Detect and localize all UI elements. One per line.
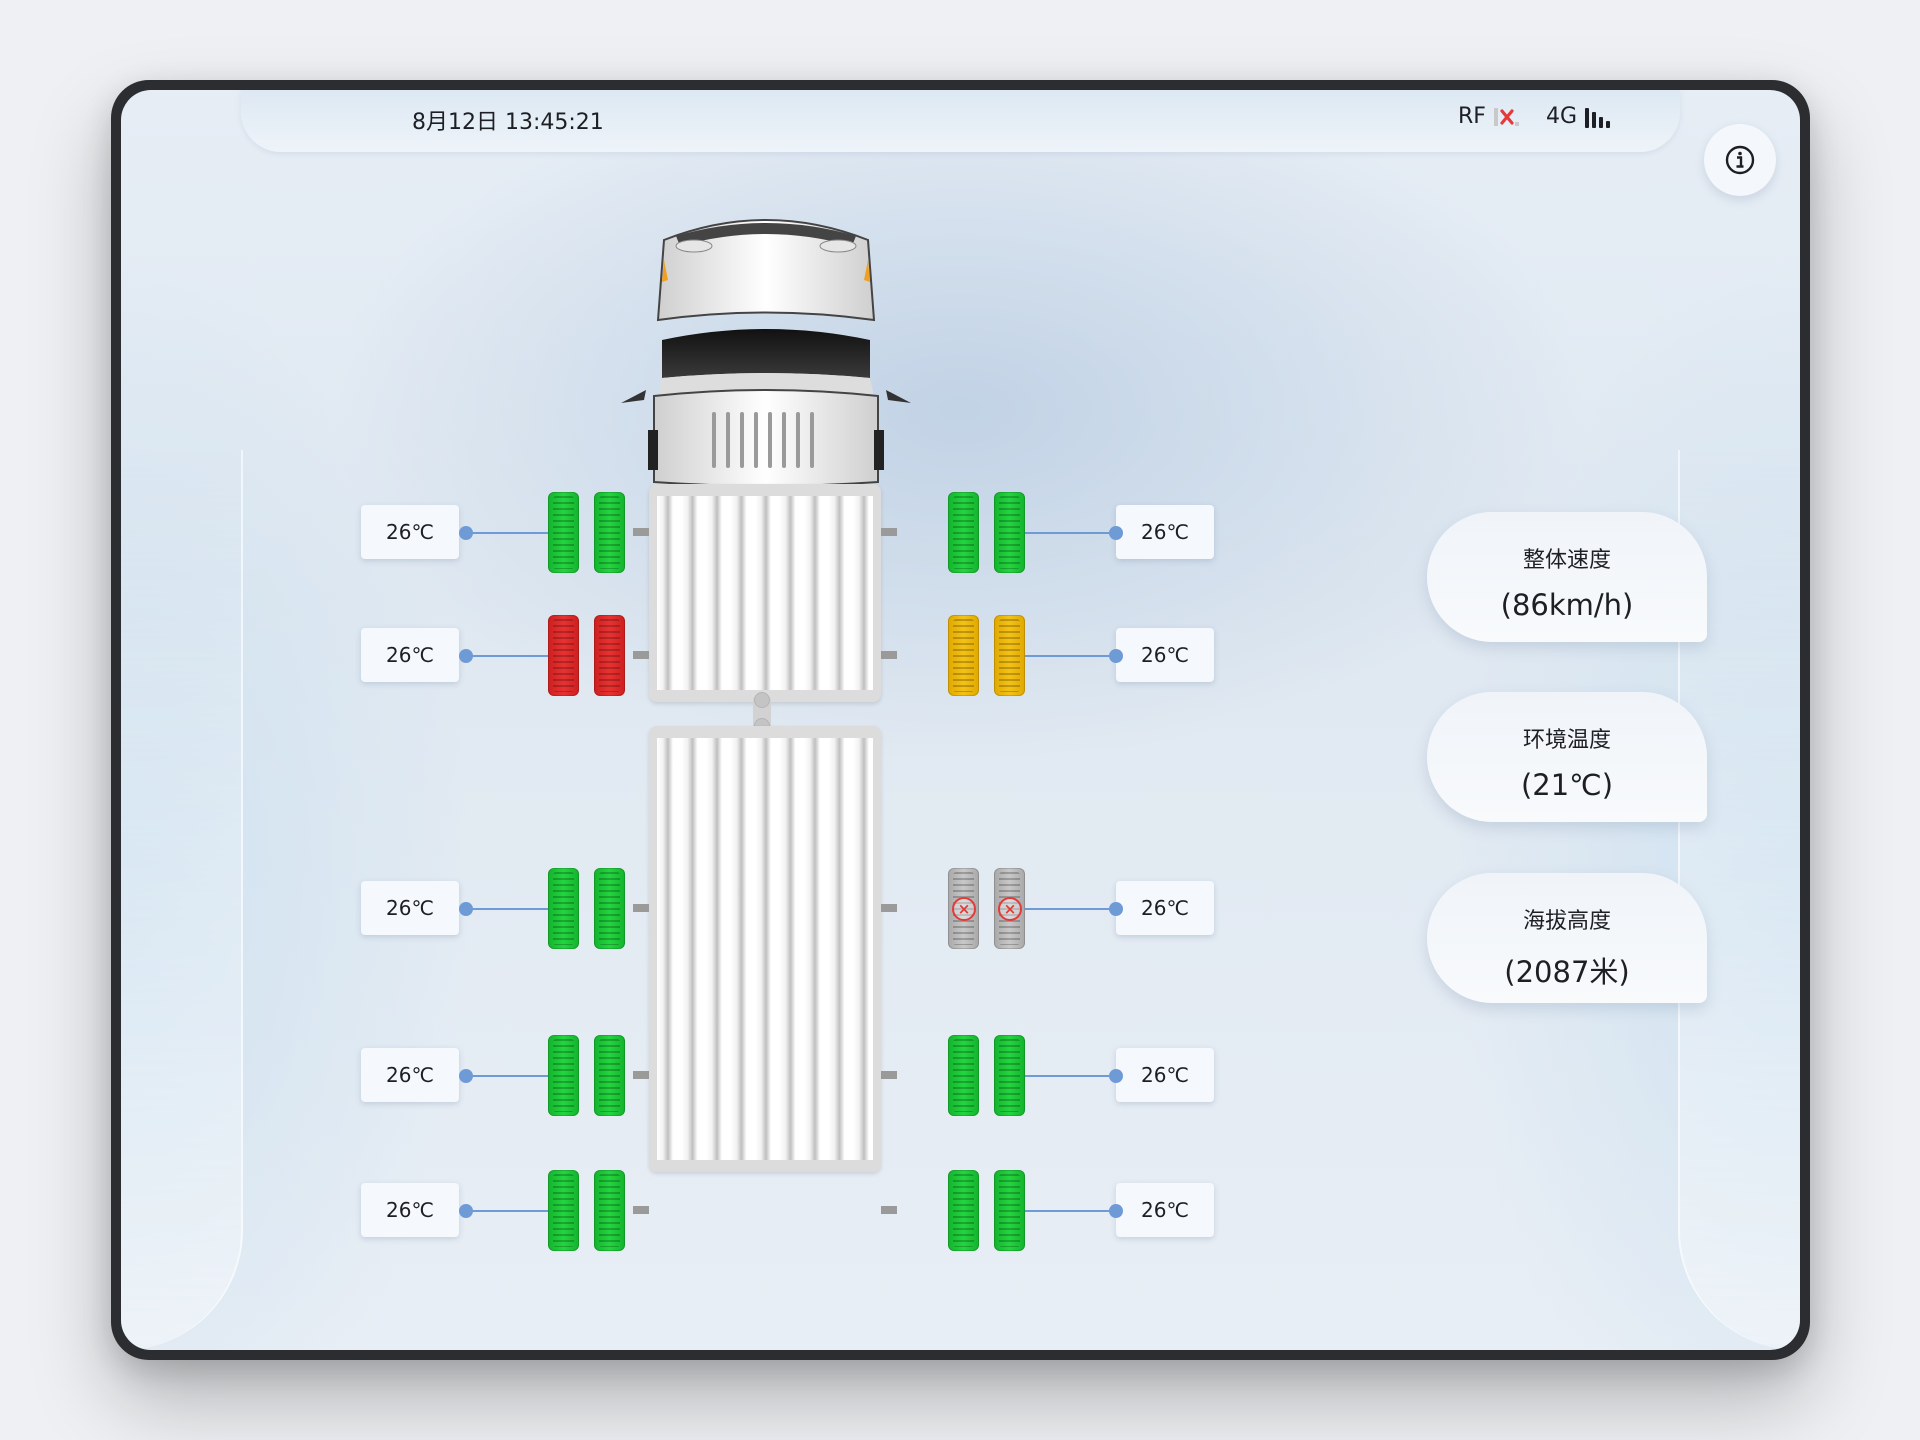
info-button[interactable] [1704,124,1776,196]
connector-line [466,532,548,534]
connector-line [1025,532,1116,534]
tire-right-3-1[interactable]: × [948,868,979,949]
rf-signal-off-icon [1493,106,1520,128]
network-label: 4G [1545,104,1577,129]
tire-left-4-1[interactable] [548,1035,579,1116]
tire-left-2-1[interactable] [548,615,579,696]
rf-label: RF [1458,104,1486,129]
tire-right-2-2[interactable] [994,615,1025,696]
cellular-signal-icon [1585,106,1610,128]
axle-stub [633,904,649,912]
metric-speed-value: (86km/h) [1500,588,1634,622]
tire-left-3-1[interactable] [548,868,579,949]
connector-line [1025,908,1116,910]
connector-line [466,1075,548,1077]
tire-temp-right-1[interactable]: 26℃ [1116,505,1214,559]
tire-left-3-2[interactable] [594,868,625,949]
tire-left-5-1[interactable] [548,1170,579,1251]
axle-stub [633,1071,649,1079]
metric-speed-label: 整体速度 [1522,548,1611,573]
sensor-offline-icon: × [952,897,976,921]
trailer-coupler [753,692,771,734]
connector-dot [1109,526,1123,540]
connector-line [466,1210,548,1212]
tire-temp-right-5[interactable]: 26℃ [1116,1183,1214,1237]
tire-temp-left-5[interactable]: 26℃ [361,1183,459,1237]
sensor-offline-icon: × [998,897,1022,921]
connector-dot [459,902,473,916]
connector-line [1025,1210,1116,1212]
tire-temp-left-3[interactable]: 26℃ [361,881,459,935]
info-icon [1725,145,1755,175]
tire-right-4-2[interactable] [994,1035,1025,1116]
trailer-rear [649,726,881,1172]
connector-dot [459,1204,473,1218]
axle-stub [881,651,897,659]
tablet-frame: 8月12日 13:45:21 RF 4G [111,80,1810,1360]
tire-right-5-1[interactable] [948,1170,979,1251]
status-bar: 8月12日 13:45:21 RF 4G [241,90,1680,152]
connector-line [466,908,548,910]
tire-left-4-2[interactable] [594,1035,625,1116]
connector-dot [1109,1069,1123,1083]
axle-stub [881,1206,897,1214]
tire-temp-right-3[interactable]: 26℃ [1116,881,1214,935]
tire-left-5-2[interactable] [594,1170,625,1251]
connector-dot [1109,902,1123,916]
tire-temp-left-4[interactable]: 26℃ [361,1048,459,1102]
axle-stub [881,528,897,536]
truck-cab [621,219,911,488]
axle-stub [881,904,897,912]
metric-altitude-label: 海拔高度 [1522,909,1611,934]
connector-line [466,655,548,657]
connector-dot [1109,1204,1123,1218]
connector-line [1025,655,1116,657]
connector-line [1025,1075,1116,1077]
tire-left-1-2[interactable] [594,492,625,573]
connector-dot [459,1069,473,1083]
tire-temp-left-2[interactable]: 26℃ [361,628,459,682]
connector-dot [459,526,473,540]
tire-left-2-2[interactable] [594,615,625,696]
connector-dot [459,649,473,663]
tire-temp-right-4[interactable]: 26℃ [1116,1048,1214,1102]
tire-right-3-2[interactable]: × [994,868,1025,949]
tire-right-1-2[interactable] [994,492,1025,573]
tire-right-5-2[interactable] [994,1170,1025,1251]
connector-dot [1109,649,1123,663]
axle-stub [633,528,649,536]
metric-altitude-card: 海拔高度 (2087米) [1427,873,1707,1003]
metric-temperature-card: 环境温度 (21℃) [1427,692,1707,822]
status-indicators: RF 4G [1458,104,1610,129]
left-side-panel [121,450,243,1350]
metric-temperature-value: (21℃) [1520,768,1614,802]
axle-stub [633,651,649,659]
tire-temp-left-1[interactable]: 26℃ [361,505,459,559]
metric-altitude-value: (2087米) [1504,955,1630,989]
tire-left-1-1[interactable] [548,492,579,573]
tire-right-4-1[interactable] [948,1035,979,1116]
tire-right-2-1[interactable] [948,615,979,696]
status-datetime: 8月12日 13:45:21 [412,110,604,135]
screen: 8月12日 13:45:21 RF 4G [121,90,1800,1350]
metric-temperature-label: 环境温度 [1522,728,1611,753]
trailer-front [649,484,881,702]
metric-speed-card: 整体速度 (86km/h) [1427,512,1707,642]
axle-stub [881,1071,897,1079]
tire-right-1-1[interactable] [948,492,979,573]
axle-stub [633,1206,649,1214]
tire-temp-right-2[interactable]: 26℃ [1116,628,1214,682]
